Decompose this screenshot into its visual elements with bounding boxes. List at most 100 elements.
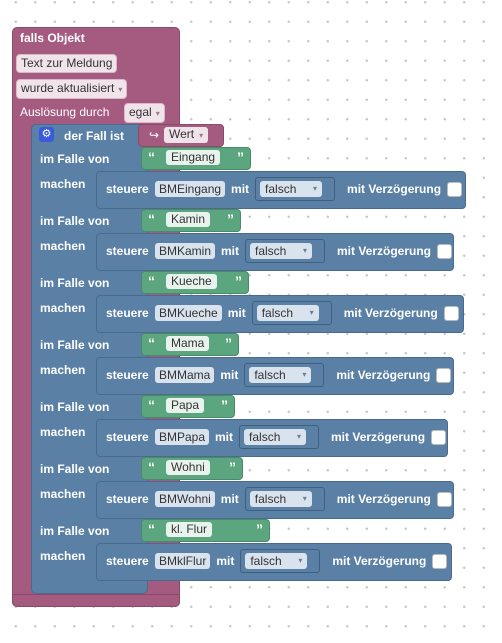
- boolean-value-block[interactable]: falsch▾: [244, 363, 325, 387]
- case-value-string-block[interactable]: “kl. Flur”: [141, 519, 270, 542]
- chevron-down-icon: ▾: [297, 432, 302, 441]
- boolean-value-block[interactable]: falsch▾: [244, 487, 325, 511]
- boolean-dropdown[interactable]: falsch▾: [256, 305, 319, 321]
- chevron-down-icon: ▾: [298, 556, 303, 565]
- case-label: im Falle von: [40, 338, 110, 352]
- case-value-string-block[interactable]: “Papa”: [141, 395, 235, 418]
- case-label: im Falle von: [40, 400, 110, 414]
- steuere-label: steuere: [106, 306, 149, 320]
- boolean-value-block[interactable]: falsch ▾: [245, 239, 325, 263]
- chevron-down-icon: ▾: [199, 131, 204, 140]
- mit-label: mit: [220, 492, 239, 506]
- target-object-field[interactable]: BMEingang: [155, 181, 226, 197]
- mit-label: mit: [221, 244, 239, 258]
- trigger-title: falls Objekt: [20, 31, 85, 45]
- case-value-text[interactable]: Eingang: [166, 150, 221, 165]
- condition-value: wurde aktualisiert: [21, 81, 115, 95]
- variable-dropdown[interactable]: Wert▾: [164, 127, 209, 143]
- object-id-field[interactable]: Text zur Meldung: [16, 54, 118, 73]
- target-object-field[interactable]: BMWohni: [155, 491, 215, 507]
- chevron-down-icon: ▾: [302, 246, 307, 255]
- do-label: machen: [40, 363, 86, 377]
- boolean-value: falsch: [255, 244, 287, 258]
- case-value-text[interactable]: Kueche: [166, 274, 217, 289]
- delay-checkbox[interactable]: [447, 182, 463, 197]
- ack-dropdown[interactable]: egal▾: [124, 103, 165, 123]
- case-value-string-block[interactable]: “Kueche”: [141, 271, 249, 294]
- boolean-value-block[interactable]: falsch ▾: [240, 549, 321, 573]
- condition-dropdown[interactable]: wurde aktualisiert▾: [16, 79, 128, 99]
- quote-open-icon: “: [148, 397, 155, 413]
- case-label: im Falle von: [40, 524, 110, 538]
- target-object-field[interactable]: BMKueche: [155, 305, 222, 321]
- chevron-down-icon: ▾: [313, 184, 318, 193]
- case-value-string-block[interactable]: “ Eingang ”: [141, 147, 251, 170]
- delay-checkbox[interactable]: [431, 430, 447, 445]
- delay-label: mit Verzögerung: [336, 492, 431, 506]
- boolean-value-block[interactable]: falsch▾: [251, 301, 332, 325]
- chevron-down-icon: ▾: [302, 494, 307, 503]
- steuere-label: steuere: [106, 244, 149, 258]
- quote-open-icon: “: [148, 273, 155, 289]
- case-value-text[interactable]: Mama: [166, 336, 210, 351]
- ack-value: egal: [129, 105, 152, 119]
- delay-checkbox[interactable]: [443, 306, 459, 321]
- target-object-field[interactable]: BMMama: [155, 367, 215, 383]
- steuere-label: steuere: [106, 368, 149, 382]
- steuere-label: steuere: [106, 182, 149, 196]
- variable-wert-block[interactable]: ↪ Wert▾: [138, 124, 224, 147]
- boolean-value: falsch: [265, 182, 297, 196]
- delay-label: mit Verzögerung: [331, 430, 426, 444]
- chevron-down-icon: ▾: [155, 109, 160, 118]
- target-object-field[interactable]: BMklFlur: [155, 553, 211, 569]
- boolean-dropdown[interactable]: falsch▾: [249, 367, 312, 383]
- trigger-block-foot: [12, 594, 180, 607]
- boolean-value: falsch: [250, 554, 282, 568]
- boolean-dropdown[interactable]: falsch ▾: [245, 553, 308, 569]
- quote-open-icon: “: [148, 335, 155, 351]
- case-value-text[interactable]: kl. Flur: [166, 522, 212, 537]
- quote-open-icon: “: [148, 149, 155, 165]
- case-label: im Falle von: [40, 276, 110, 290]
- gear-icon[interactable]: ⚙: [39, 127, 54, 142]
- case-value-text[interactable]: Kamin: [166, 212, 211, 227]
- quote-close-icon: ”: [227, 211, 234, 227]
- target-object-field[interactable]: BMPapa: [155, 429, 210, 445]
- quote-open-icon: “: [148, 459, 155, 475]
- delay-checkbox[interactable]: [437, 244, 453, 259]
- case-value-text[interactable]: Papa: [166, 398, 205, 413]
- switch-header: der Fall ist: [64, 129, 125, 143]
- mit-label: mit: [220, 368, 239, 382]
- target-object-field[interactable]: BMKamin: [155, 243, 216, 259]
- boolean-value: falsch: [261, 306, 294, 320]
- boolean-value-block[interactable]: falsch ▾: [255, 177, 336, 201]
- quote-close-icon: ”: [237, 149, 244, 165]
- delay-label: mit Verzögerung: [337, 244, 432, 258]
- delay-checkbox[interactable]: [432, 554, 448, 569]
- delay-checkbox[interactable]: [436, 368, 452, 383]
- do-label: machen: [40, 425, 86, 439]
- boolean-dropdown[interactable]: falsch ▾: [244, 429, 307, 445]
- object-id-text: Text zur Meldung: [21, 56, 113, 70]
- boolean-dropdown[interactable]: falsch▾: [249, 491, 312, 507]
- delay-checkbox[interactable]: [436, 492, 452, 507]
- case-value-string-block[interactable]: “Mama”: [141, 333, 239, 356]
- boolean-dropdown[interactable]: falsch ▾: [250, 243, 312, 259]
- case-value-string-block[interactable]: “ Wohni ”: [141, 457, 243, 480]
- quote-close-icon: ”: [229, 459, 236, 475]
- delay-label: mit Verzögerung: [347, 182, 442, 196]
- boolean-dropdown[interactable]: falsch ▾: [260, 181, 323, 197]
- delay-label: mit Verzögerung: [332, 554, 427, 568]
- case-value-string-block[interactable]: “Kamin”: [141, 209, 241, 232]
- boolean-value-block[interactable]: falsch ▾: [239, 425, 320, 449]
- ack-label: Auslösung durch: [20, 105, 110, 119]
- control-action-block[interactable]: steuere BMKamin mit falsch ▾ mit Verzögerung: [96, 233, 454, 271]
- boolean-value: falsch: [249, 430, 281, 444]
- case-value-text[interactable]: Wohni: [166, 460, 210, 475]
